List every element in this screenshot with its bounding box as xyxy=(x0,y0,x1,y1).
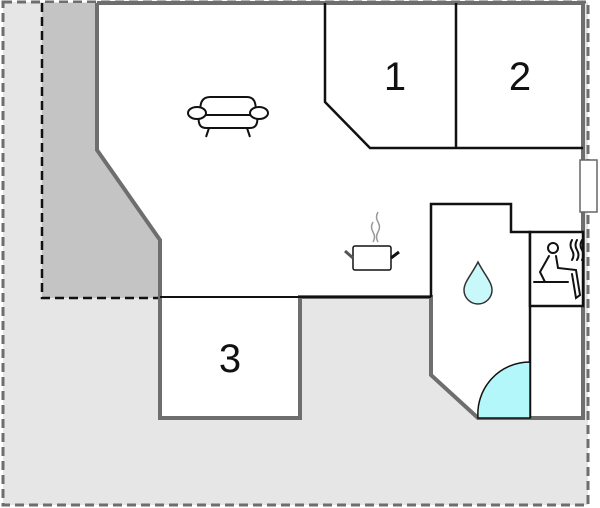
shower-icon xyxy=(477,361,531,419)
bedroom-1-wall xyxy=(323,3,583,150)
sauna-icon xyxy=(533,239,585,300)
water-drop-icon xyxy=(463,260,493,305)
sofa-icon xyxy=(187,96,269,138)
covered-terrace xyxy=(42,3,160,298)
cooking-pot-icon xyxy=(344,211,400,271)
room-label-2: 2 xyxy=(509,55,531,99)
room-label-1: 1 xyxy=(384,55,406,99)
room-label-3: 3 xyxy=(219,337,241,381)
window xyxy=(579,159,598,213)
terrace-boundary xyxy=(40,3,160,300)
